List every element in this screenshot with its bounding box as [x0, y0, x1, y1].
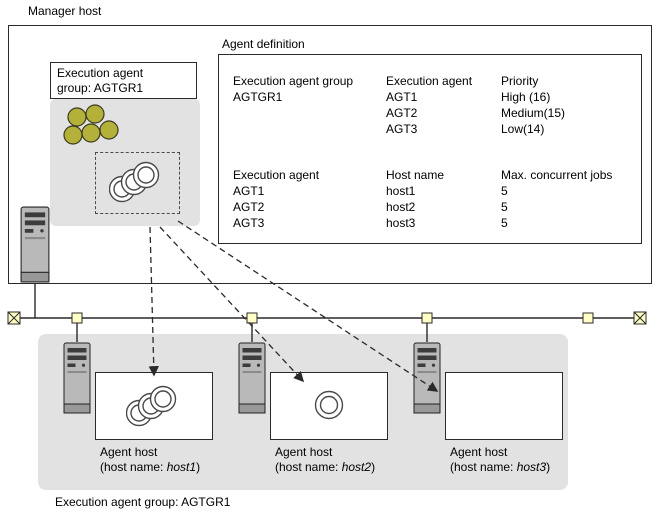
- column-header: Priority: [501, 74, 539, 88]
- network-tap-icons: [71, 312, 594, 324]
- footer-group-label: Execution agent group: AGTGR1: [55, 495, 231, 509]
- host-name-prefix: (host name:: [275, 460, 342, 474]
- table-cell: AGT1: [386, 90, 418, 104]
- stacked-disks-icon: [126, 384, 178, 428]
- table-cell: AGT3: [233, 216, 265, 230]
- table-cell: [233, 105, 386, 121]
- group-box-line1: Execution agent: [57, 66, 144, 80]
- agent-server-icon: [238, 342, 266, 414]
- host-table: Execution agent Host name Max. concurren…: [233, 167, 633, 231]
- host-name: host3: [516, 460, 547, 474]
- agent-host-name: (host name: host2): [275, 460, 375, 475]
- agent-host-name: (host name: host3): [450, 460, 550, 475]
- table-cell: host1: [386, 184, 416, 198]
- single-disk-icon: [314, 390, 344, 420]
- column-header: Host name: [386, 168, 445, 182]
- table-cell: Medium(15): [501, 106, 566, 120]
- agent-host-caption: Agent host: [275, 445, 333, 459]
- terminator-x-icons: [7, 311, 647, 325]
- execution-agent-group-box: Execution agent group: AGTGR1: [50, 62, 197, 99]
- agent-host-group-2: Agent host (host name: host2): [238, 342, 398, 484]
- column-header: Execution agent: [386, 74, 473, 88]
- agent-host-caption: Agent host: [100, 445, 158, 459]
- agent-definition-box: Execution agent group Execution agent Pr…: [218, 54, 642, 244]
- agent-host-name: (host name: host1): [100, 460, 200, 475]
- stacked-disks-icon: [109, 160, 161, 204]
- table-cell: host2: [386, 200, 416, 214]
- table-cell: 5: [501, 184, 508, 198]
- agent-host-group-1: Agent host (host name: host1): [63, 342, 223, 484]
- host-name-prefix: (host name:: [450, 460, 517, 474]
- host-name-suffix: ): [196, 460, 201, 474]
- column-header: Max. concurrent jobs: [501, 168, 613, 182]
- table-cell: AGT3: [386, 122, 418, 136]
- agent-host-caption: Agent host: [450, 445, 508, 459]
- agent-definition-title: Agent definition: [222, 37, 305, 51]
- table-cell: AGTGR1: [233, 90, 283, 104]
- host-name: host2: [341, 460, 372, 474]
- host-name-suffix: ): [371, 460, 376, 474]
- column-header: Execution agent group: [233, 74, 354, 88]
- agent-server-icon: [63, 342, 91, 414]
- agent-selection-dashed-box: [95, 152, 180, 214]
- table-cell: Low(14): [501, 122, 545, 136]
- agent-server-icon: [413, 342, 441, 414]
- column-header: Execution agent: [233, 168, 320, 182]
- table-cell: 5: [501, 200, 508, 214]
- group-box-line2: group: AGTGR1: [57, 81, 144, 95]
- table-cell: host3: [386, 216, 416, 230]
- table-cell: [233, 121, 386, 137]
- agent-host-group-3: Agent host (host name: host3): [413, 342, 573, 484]
- agent-work-box: [445, 372, 563, 440]
- table-cell: High (16): [501, 90, 551, 104]
- table-cell: AGT2: [386, 106, 418, 120]
- table-cell: 5: [501, 216, 508, 230]
- table-cell: AGT1: [233, 184, 265, 198]
- host-name: host1: [166, 460, 197, 474]
- priority-table: Execution agent group Execution agent Pr…: [233, 73, 633, 137]
- host-name-suffix: ): [546, 460, 551, 474]
- table-cell: AGT2: [233, 200, 265, 214]
- host-name-prefix: (host name:: [100, 460, 167, 474]
- job-coins-icon: [63, 104, 119, 145]
- manager-host-label: Manager host: [28, 4, 102, 18]
- manager-server-icon: [20, 206, 50, 283]
